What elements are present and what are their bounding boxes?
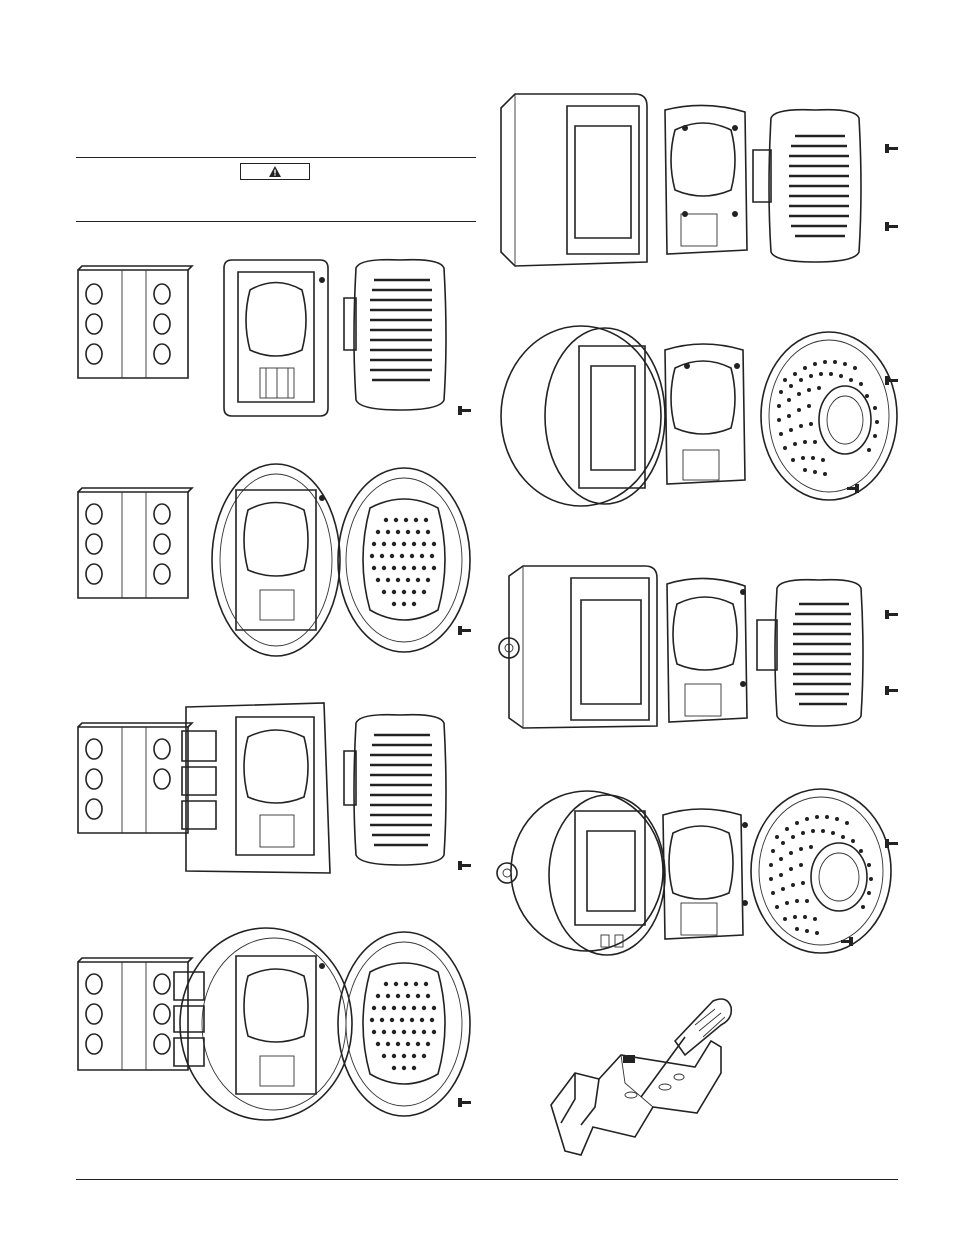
round-trim-ring-drawing: [174, 928, 352, 1120]
mounting-plate-drawing: [224, 260, 328, 416]
trim-plate-drawing: [182, 703, 330, 873]
mounting-plate-drawing: [665, 344, 745, 484]
round-speaker-drawing: [751, 789, 891, 953]
speaker-grille-dots: [370, 518, 436, 606]
electrical-box-drawing: [78, 958, 192, 1070]
speaker-grille-lines: [370, 280, 432, 380]
screw-icon: [458, 1098, 471, 1107]
round-speaker-drawing: [338, 932, 470, 1116]
screw-icon: [885, 144, 898, 153]
screw-icon: [885, 839, 898, 848]
electrical-box-drawing: [78, 723, 192, 833]
fig-round-weatherproof-backbox: [495, 785, 905, 970]
round-speaker-drawing: [338, 468, 470, 652]
round-mounting-plate-drawing: [212, 464, 340, 656]
top-rule: [76, 157, 476, 158]
round-weatherproof-backbox-drawing: [497, 791, 665, 955]
fig-round-speaker-trim-ring: [70, 920, 480, 1120]
fig-speaker-4in-square-box: [70, 250, 480, 430]
mounting-plate-drawing: [667, 578, 747, 722]
round-speaker-drawing: [761, 332, 897, 500]
speaker-grille-dots: [370, 982, 436, 1070]
mounting-plate-drawing: [663, 809, 748, 939]
fig-speaker-trim-plate: [70, 695, 480, 880]
speaker-grille-lines: [793, 604, 851, 704]
round-surface-backbox-drawing: [501, 326, 665, 506]
screw-icon: [847, 484, 859, 493]
screw-icon: [885, 686, 898, 695]
fig-speaker-weatherproof-backbox: [495, 560, 905, 740]
screwdriver-icon: [641, 999, 731, 1097]
surface-backbox-drawing: [501, 94, 647, 266]
fig-round-surface-backbox: [495, 320, 905, 515]
caution-bottom-rule: [76, 221, 476, 222]
screw-icon: [885, 222, 898, 231]
speaker-housing-drawing: [344, 260, 446, 410]
bracket-drawing: [551, 1041, 721, 1155]
speaker-housing-drawing: [344, 715, 446, 865]
warning-box: [240, 163, 310, 180]
electrical-box-drawing: [78, 266, 192, 378]
footer-rule: [76, 1179, 898, 1180]
screw-icon: [885, 610, 898, 619]
speaker-grille-lines: [789, 136, 849, 236]
fig-screwdriver-bracket-removal: [545, 995, 745, 1165]
mounting-plate-drawing: [665, 105, 747, 254]
speaker-grille-dots: [769, 815, 873, 935]
fig-speaker-surface-backbox: [495, 90, 905, 275]
screw-icon: [458, 406, 471, 415]
speaker-housing-drawing: [753, 110, 861, 262]
speaker-grille-dots: [777, 360, 879, 476]
fig-round-speaker-4in-square-box: [70, 460, 480, 660]
weatherproof-backbox-drawing: [499, 566, 657, 728]
speaker-grille-lines: [370, 735, 432, 845]
warning-triangle-icon: [269, 166, 281, 177]
speaker-housing-drawing: [757, 580, 863, 726]
electrical-box-drawing: [78, 488, 192, 598]
screw-icon: [458, 861, 471, 870]
screw-icon: [458, 626, 471, 635]
